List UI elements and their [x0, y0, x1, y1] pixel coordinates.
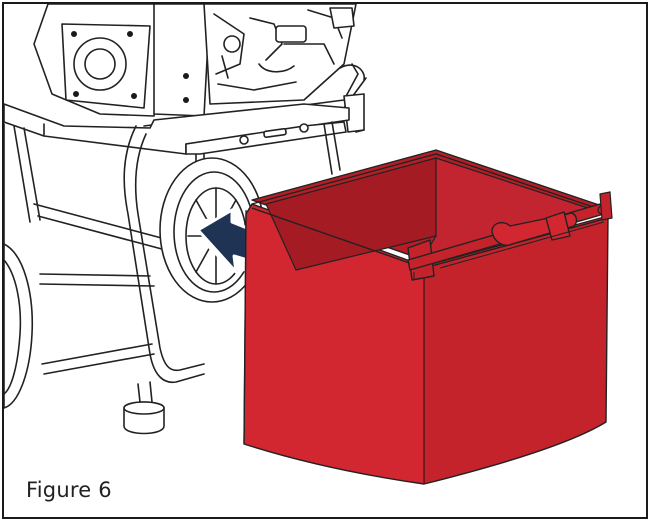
figure-caption: Figure 6 [26, 478, 112, 502]
machine-illustration [4, 4, 613, 485]
foot-pad [123, 381, 165, 435]
engine-assembly [33, 4, 357, 117]
figure-frame: Figure 6 [2, 2, 648, 519]
collection-bin [243, 149, 613, 485]
base-plate [4, 103, 350, 155]
left-wheel [4, 243, 34, 409]
